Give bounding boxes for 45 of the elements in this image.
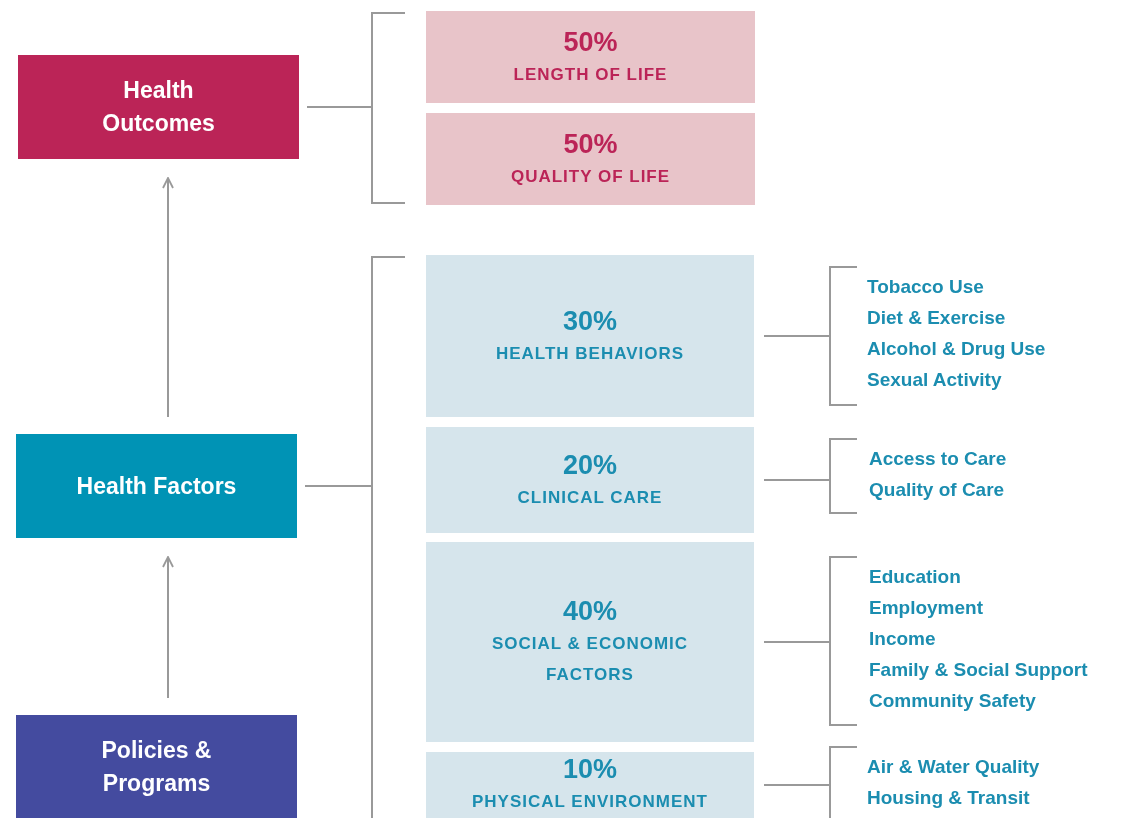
list-item: Family & Social Support [869,658,1088,682]
percentage-value: 10% [562,753,617,786]
list-item: Alcohol & Drug Use [867,337,1046,361]
category-label: CLINICAL CARE [516,486,664,509]
factor-box [16,434,297,538]
list-item: Tobacco Use [867,275,984,299]
percentage-value: 50% [563,127,618,161]
bracket-connector [763,266,858,406]
list-item: Income [869,627,936,651]
list-item: Education [869,565,961,589]
percentage-value: 50% [563,25,618,59]
list-item: Housing & Transit [867,786,1030,810]
category-label: QUALITY OF LIFE [509,165,672,188]
arrow [162,177,174,418]
percentage-value: 40% [562,595,617,628]
category-label: PHYSICAL ENVIRONMENT [471,791,709,813]
percentage-box [426,113,755,205]
list-item: Quality of Care [869,478,1005,502]
bracket-connector [304,485,373,818]
list-item: Employment [869,596,984,620]
box-title: Policies & Programs [100,735,213,798]
percentage-value: 30% [562,304,617,338]
list-item: Access to Care [869,447,1007,471]
percentage-box [426,752,754,818]
arrow [162,556,174,699]
category-label: SOCIAL & ECONOMIC FACTORS [490,633,690,686]
percentage-box [426,11,755,103]
list-item: Sexual Activity [867,368,1002,392]
list-item: Community Safety [869,689,1036,713]
policy-box [16,715,297,818]
percentage-box [426,542,754,742]
percentage-box [426,427,754,533]
bracket-connector [763,438,858,514]
percentage-value: 20% [562,448,617,482]
outcome-box [18,55,299,159]
bracket-connector [306,106,406,204]
percentage-box [426,255,754,417]
category-label: LENGTH OF LIFE [512,63,669,86]
box-title: Health Factors [75,471,238,501]
category-label: HEALTH BEHAVIORS [494,342,686,365]
list-item: Air & Water Quality [867,755,1040,779]
bracket-connector [763,746,858,818]
box-title: Health Outcomes [101,76,216,138]
list-item: Diet & Exercise [867,306,1006,330]
bracket-connector [763,556,858,726]
